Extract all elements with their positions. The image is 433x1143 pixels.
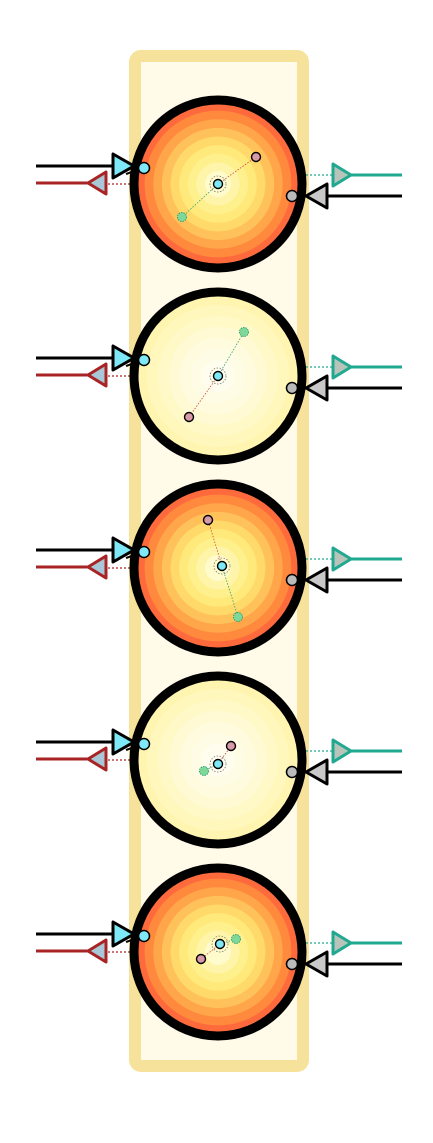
output-arrow-icon bbox=[331, 930, 353, 956]
output-port bbox=[285, 957, 299, 971]
input-port bbox=[137, 353, 151, 367]
right-input-arrow-icon bbox=[304, 182, 329, 210]
center-node bbox=[212, 178, 224, 190]
feedback-arrow-icon bbox=[86, 170, 108, 196]
feedback-arrow-icon bbox=[86, 554, 108, 580]
output-arrow-icon bbox=[331, 738, 353, 764]
outer-ring bbox=[129, 479, 307, 657]
center-halo bbox=[209, 367, 227, 385]
right-input-arrow-icon bbox=[304, 758, 329, 786]
pink-node bbox=[225, 740, 237, 752]
right-input-arrow-icon bbox=[304, 566, 329, 594]
input-port bbox=[137, 545, 151, 559]
center-node bbox=[212, 370, 224, 382]
neuron-unit-5 bbox=[36, 863, 402, 1041]
feedback-arrow-icon bbox=[86, 746, 108, 772]
neuron-unit-1 bbox=[36, 95, 402, 273]
green-node bbox=[177, 212, 187, 222]
green-node bbox=[231, 934, 241, 944]
right-input-arrow-icon bbox=[304, 950, 329, 978]
green-node bbox=[199, 766, 209, 776]
pink-connector bbox=[188, 375, 219, 418]
neuron-unit-3 bbox=[36, 479, 402, 657]
neuron-unit-4 bbox=[36, 671, 402, 849]
center-node bbox=[214, 938, 226, 950]
center-halo bbox=[209, 175, 227, 193]
input-arrow-icon bbox=[111, 536, 136, 564]
input-port bbox=[137, 929, 151, 943]
pink-node bbox=[183, 411, 195, 423]
output-arrow-icon bbox=[331, 546, 353, 572]
green-connector bbox=[181, 183, 219, 218]
green-node bbox=[233, 612, 243, 622]
pink-connector bbox=[207, 519, 223, 567]
outer-ring bbox=[129, 95, 307, 273]
input-arrow-icon bbox=[111, 344, 136, 372]
neuron-unit-2 bbox=[36, 287, 402, 465]
output-port bbox=[285, 573, 299, 587]
input-port bbox=[137, 737, 151, 751]
pink-node bbox=[202, 514, 214, 526]
output-arrow-icon bbox=[331, 354, 353, 380]
right-input-arrow-icon bbox=[304, 374, 329, 402]
outer-ring bbox=[129, 863, 307, 1041]
center-halo bbox=[211, 935, 229, 953]
input-arrow-icon bbox=[111, 728, 136, 756]
output-port bbox=[285, 765, 299, 779]
output-port bbox=[285, 189, 299, 203]
input-arrow-icon bbox=[111, 920, 136, 948]
center-node bbox=[216, 560, 228, 572]
input-port bbox=[137, 161, 151, 175]
outer-ring bbox=[129, 287, 307, 465]
outer-ring bbox=[129, 671, 307, 849]
center-node bbox=[212, 758, 224, 770]
output-port bbox=[285, 381, 299, 395]
green-node bbox=[239, 327, 249, 337]
pink-node bbox=[250, 151, 262, 163]
output-arrow-icon bbox=[331, 162, 353, 188]
pink-node bbox=[195, 953, 207, 965]
input-arrow-icon bbox=[111, 152, 136, 180]
center-halo bbox=[209, 755, 227, 773]
feedback-arrow-icon bbox=[86, 938, 108, 964]
feedback-arrow-icon bbox=[86, 362, 108, 388]
green-connector bbox=[217, 331, 245, 377]
center-halo bbox=[213, 557, 231, 575]
